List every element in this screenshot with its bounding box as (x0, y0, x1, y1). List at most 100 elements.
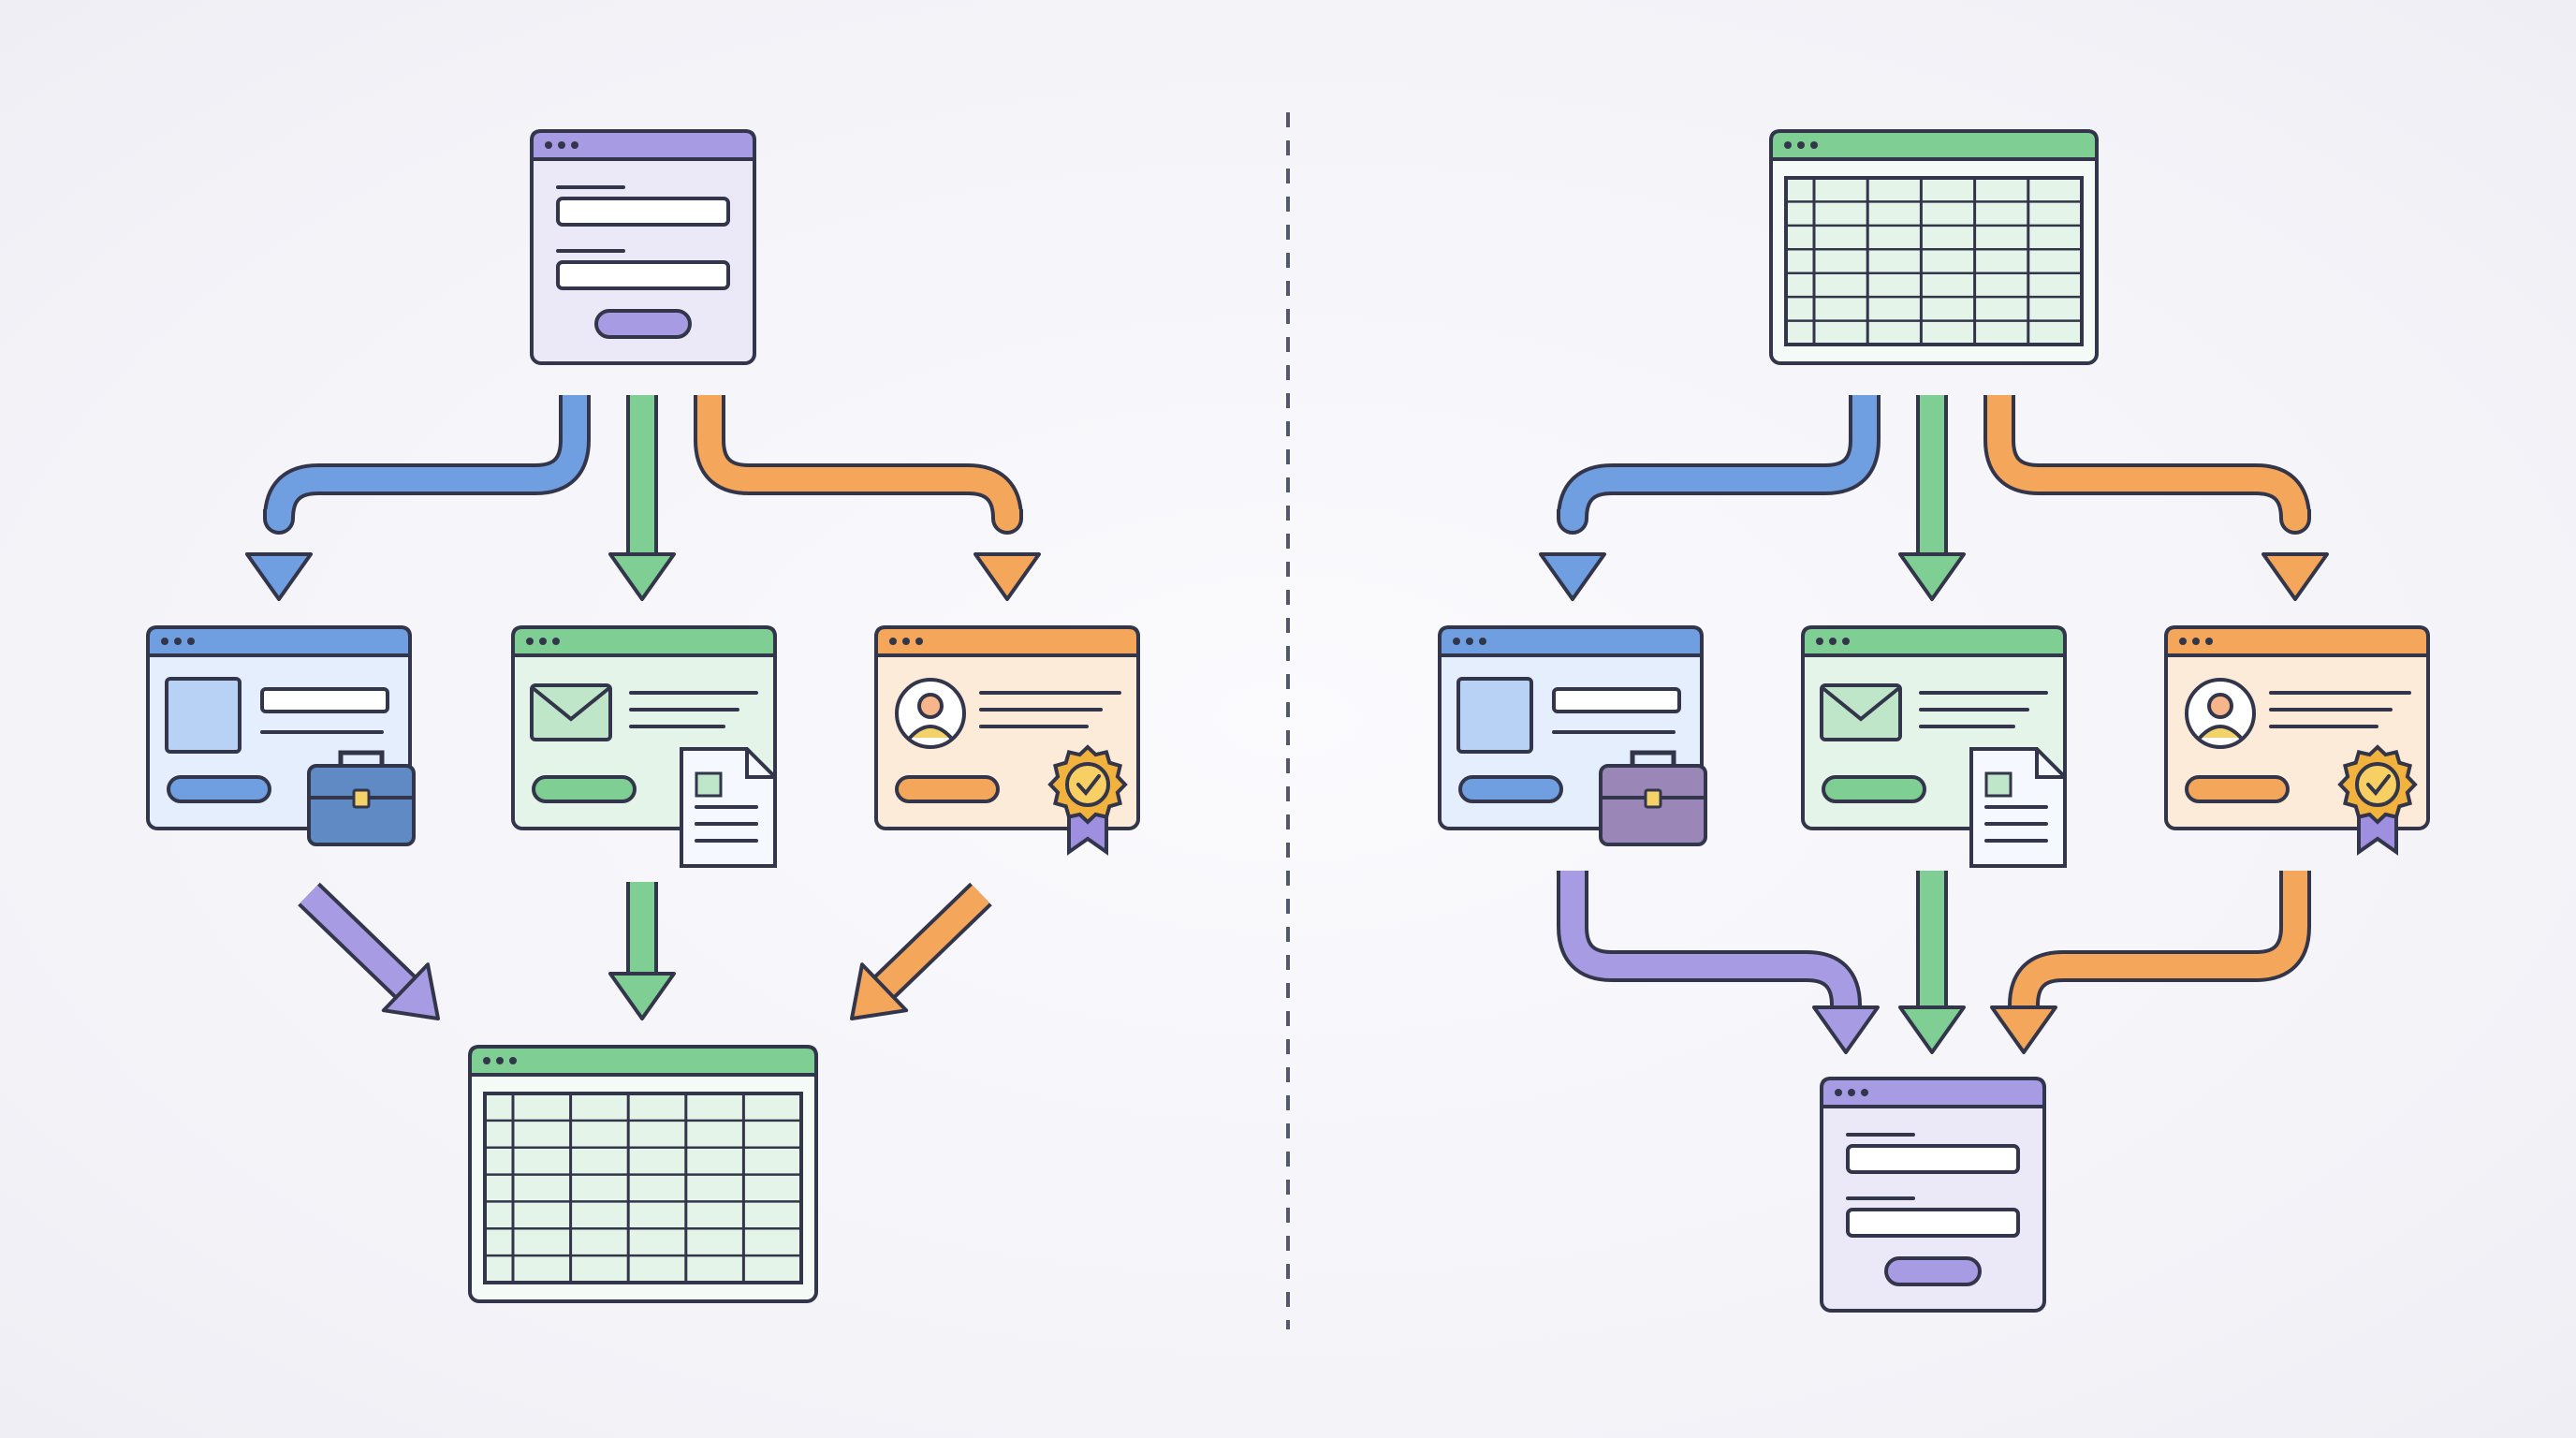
window-dot (571, 141, 578, 149)
window-dot (2179, 638, 2187, 645)
profile-image (1456, 677, 1533, 754)
window-dot (915, 638, 923, 645)
card-pill-button (532, 775, 637, 803)
arrow-head (1898, 552, 1966, 601)
window-dot (1784, 141, 1792, 149)
arrow-to-email (1898, 395, 1966, 601)
window-titlebar (874, 625, 1140, 657)
sheet-grid (483, 1092, 803, 1284)
window-dot (1842, 638, 1850, 645)
window-titlebar (511, 625, 777, 657)
arrow-shaft (697, 395, 1019, 531)
arrow-head (1812, 1005, 1880, 1054)
arrow-email-to-target (1898, 871, 1966, 1054)
arrow-shaft (267, 395, 587, 531)
arrow-shaft (1560, 871, 1858, 1018)
avatar-body (2198, 725, 2243, 740)
window-titlebar (1801, 625, 2067, 657)
form-window-icon (530, 129, 756, 365)
arrow-head (381, 962, 440, 1020)
email-card-icon (1801, 625, 2067, 868)
window-dot (889, 638, 897, 645)
certificate-card-icon (2164, 625, 2430, 856)
badge-check (2366, 774, 2391, 797)
window-dot (902, 638, 910, 645)
arrow-outline (1557, 395, 1881, 535)
left-panel (146, 129, 1140, 1303)
form-input (556, 260, 730, 290)
arrow-shaft (1560, 395, 1877, 531)
window-dot (1453, 638, 1460, 645)
arrow-to-certificate (1983, 395, 2329, 601)
arrow-to-profile (245, 395, 591, 601)
avatar-body (908, 725, 953, 740)
arrow-head (608, 552, 676, 601)
window-dot (545, 141, 552, 149)
arrow-to-profile (1539, 395, 1881, 601)
spreadsheet-window-icon (1769, 129, 2099, 365)
arrow-head (608, 972, 676, 1020)
window-titlebar (530, 129, 756, 161)
arrow-shaft (2012, 871, 2307, 1018)
window-dot (174, 638, 182, 645)
arrow-head (1898, 1005, 1966, 1054)
window-dot (1835, 1089, 1842, 1096)
window-dot (539, 638, 547, 645)
arrow-shaft (1987, 395, 2307, 531)
arrow-head (1539, 552, 1606, 601)
window-dot (558, 141, 565, 149)
form-input (1846, 1208, 2020, 1238)
briefcase-handle (338, 750, 385, 766)
arrow-outline (1557, 871, 1862, 1021)
email-card-icon (511, 625, 777, 868)
profile-image (165, 677, 242, 754)
arrow-email-to-target (608, 882, 676, 1020)
window-dot (496, 1057, 504, 1064)
form-window-icon (1820, 1077, 2046, 1313)
right-panel (1438, 129, 2430, 1313)
profile-card-icon (146, 625, 416, 846)
arrow-outline (694, 395, 1023, 535)
arrow-head (2261, 552, 2329, 601)
window-titlebar (1769, 129, 2099, 161)
window-titlebar (1820, 1077, 2046, 1108)
card-pill-button (2185, 775, 2290, 803)
badge-center (2355, 762, 2400, 807)
briefcase-handle (1630, 750, 1676, 766)
arrow-certificate-to-target (850, 882, 992, 1020)
form-input (556, 197, 730, 227)
briefcase-clasp (1644, 788, 1662, 809)
window-dot (509, 1057, 517, 1064)
profile-field (1552, 687, 1681, 713)
window-dot (1829, 638, 1837, 645)
arrow-head (973, 552, 1041, 601)
window-titlebar (2164, 625, 2430, 657)
window-dot (552, 638, 560, 645)
window-dot (1861, 1089, 1868, 1096)
window-dot (187, 638, 195, 645)
window-dot (161, 638, 168, 645)
card-pill-button (1458, 775, 1563, 803)
window-dot (1816, 638, 1823, 645)
arrow-shaft (875, 885, 990, 997)
window-dot (1479, 638, 1486, 645)
spreadsheet-window-icon (468, 1045, 818, 1303)
arrow-head (850, 962, 909, 1020)
window-titlebar (146, 625, 412, 657)
envelope-icon (1820, 683, 1902, 741)
certificate-card-icon (874, 625, 1140, 856)
document-fold (745, 749, 775, 779)
arrow-outline (1983, 395, 2311, 535)
window-dot (1810, 141, 1818, 149)
form-submit-button (1884, 1256, 1982, 1286)
arrow-to-certificate (694, 395, 1041, 601)
window-dot (1797, 141, 1805, 149)
arrow-head (1990, 1005, 2057, 1054)
window-titlebar (468, 1045, 818, 1077)
avatar-head (917, 693, 944, 719)
document-fold (2035, 749, 2065, 779)
envelope-flap (530, 685, 612, 722)
arrow-head (245, 552, 313, 601)
